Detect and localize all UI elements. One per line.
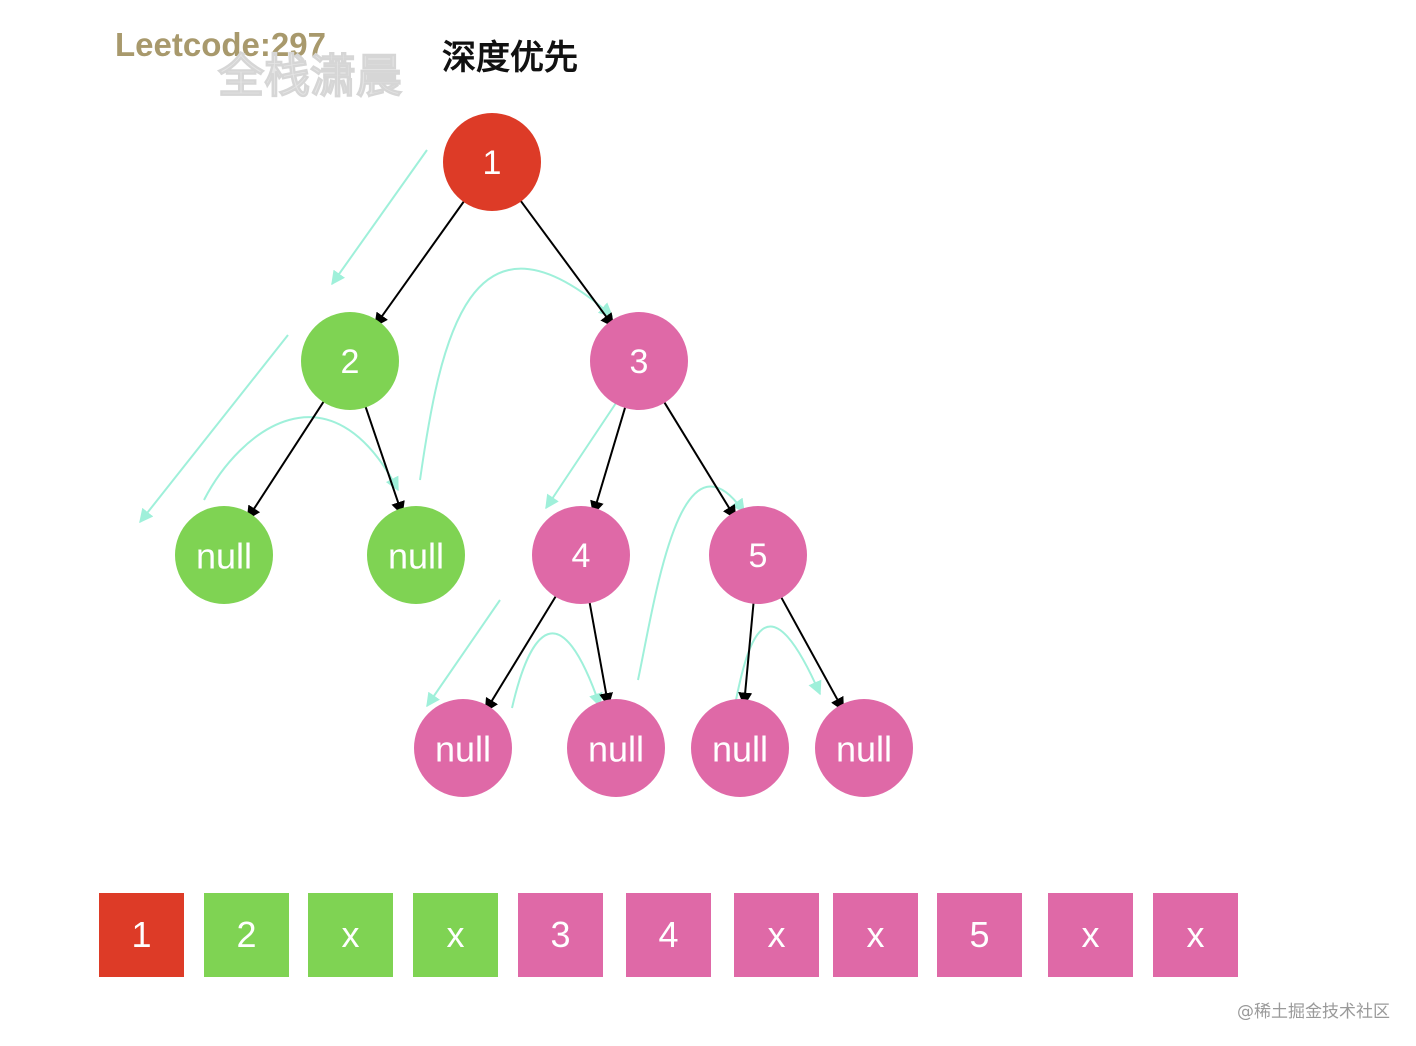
tree-node-n1: 1 (443, 113, 541, 211)
tree-node-label: 3 (630, 343, 649, 381)
tree-edge-n4-n4l (484, 594, 558, 713)
tree-node-circle (367, 506, 465, 604)
tree-node-n2r: null (367, 506, 465, 604)
tree-node-circle (567, 699, 665, 797)
traversal-arrow (735, 625, 822, 701)
traversal-arrows (139, 149, 822, 709)
tree-node-n5l: null (691, 699, 789, 797)
tree-node-label: null (836, 729, 892, 770)
traversal-arrow (511, 632, 603, 709)
traversal-arrow (331, 149, 428, 286)
tree-node-circle (532, 506, 630, 604)
tree-node-label: 2 (341, 343, 360, 381)
tree-node-n4: 4 (532, 506, 630, 604)
tree-node-label: 5 (749, 537, 768, 575)
author-watermark: 全栈潇晨 (218, 49, 403, 104)
tree-edge-n4-n4r (588, 601, 613, 708)
serialized-cell: x (1153, 893, 1238, 977)
serialized-cell: 4 (626, 893, 711, 977)
tree-node-n5: 5 (709, 506, 807, 604)
tree-node-label: 4 (572, 537, 591, 575)
tree-nodes: 1 2 3 null null 4 5 null null null null (175, 113, 913, 797)
serialized-cell: x (308, 893, 393, 977)
traversal-arrow (545, 402, 617, 510)
serialized-cell: x (1048, 893, 1133, 977)
serialized-cell: x (413, 893, 498, 977)
tree-node-n3: 3 (590, 312, 688, 410)
traversal-arrow (637, 485, 745, 681)
tree-edge-n5-n5r (779, 595, 845, 712)
traversal-arrow (419, 267, 614, 481)
tree-node-circle (414, 699, 512, 797)
tree-node-n2: 2 (301, 312, 399, 410)
tree-edges (246, 199, 845, 713)
tree-node-circle (175, 506, 273, 604)
tree-node-n4r: null (567, 699, 665, 797)
tree-node-label: null (196, 536, 252, 577)
serialized-cell: 1 (99, 893, 184, 977)
traversal-arrow (426, 599, 501, 708)
diagram-title: 深度优先 (442, 38, 578, 78)
serialized-cell: x (734, 893, 819, 977)
tree-node-label: null (588, 729, 644, 770)
tree-node-label: 1 (483, 144, 502, 182)
tree-node-label: null (712, 729, 768, 770)
serialized-cell: 3 (518, 893, 603, 977)
serialized-cell: x (833, 893, 918, 977)
tree-edge-n2-n2r (364, 405, 405, 516)
serialized-cell: 2 (204, 893, 289, 977)
tree-node-circle (443, 113, 541, 211)
tree-edge-n2-n2l (246, 399, 326, 521)
tree-edge-n1-n2 (374, 199, 466, 328)
tree-node-n5r: null (815, 699, 913, 797)
tree-edge-n3-n5 (662, 400, 737, 520)
tree-diagram: 1 2 3 null null 4 5 null null null null (139, 113, 913, 797)
tree-node-circle (301, 312, 399, 410)
tree-edge-n3-n4 (590, 405, 627, 516)
tree-node-circle (709, 506, 807, 604)
tree-edge-n5-n5l (738, 601, 755, 707)
tree-node-circle (691, 699, 789, 797)
tree-node-n2l: null (175, 506, 273, 604)
tree-node-label: null (435, 729, 491, 770)
problem-title: Leetcode:297 (115, 26, 326, 63)
tree-node-circle (590, 312, 688, 410)
tree-node-n4l: null (414, 699, 512, 797)
tree-node-circle (815, 699, 913, 797)
tree-node-label: null (388, 536, 444, 577)
traversal-arrow (203, 416, 399, 501)
traversal-arrow (139, 334, 289, 524)
footer-watermark: @稀土掘金技术社区 (1237, 1002, 1390, 1022)
tree-edge-n1-n3 (519, 199, 615, 328)
serialized-cell: 5 (937, 893, 1022, 977)
